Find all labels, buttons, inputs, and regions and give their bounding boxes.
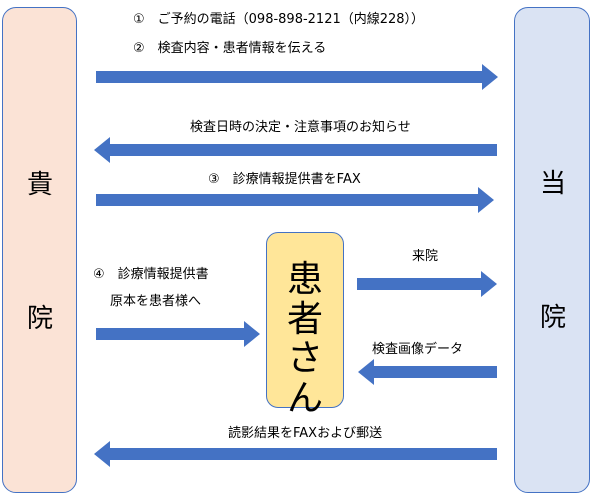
step4-label-line1: ④ 診療情報提供書 xyxy=(93,267,209,282)
arrow-report xyxy=(94,441,497,467)
report-label: 読影結果をFAXおよび郵送 xyxy=(228,426,383,441)
step1-label: ① ご予約の電話（098-898-2121（内線228）） xyxy=(133,12,425,27)
our-hospital-box xyxy=(514,7,590,493)
arrow-original-to-patient xyxy=(96,321,260,347)
arrow-visit xyxy=(357,271,497,297)
step3-label: ③ 診療情報提供書をFAX xyxy=(208,172,361,187)
schedule-notice-label: 検査日時の決定・注意事項のお知らせ xyxy=(190,120,411,135)
our-hospital-label-char-1: 当 xyxy=(539,169,566,199)
referring-hospital-label-char-2: 院 xyxy=(26,304,53,334)
referring-hospital-label-char-1: 貴 xyxy=(26,170,53,200)
image-data-label: 検査画像データ xyxy=(372,342,464,357)
patient-box xyxy=(266,232,344,408)
arrow-image-data xyxy=(358,359,497,385)
patient-label: 患者さん xyxy=(286,259,323,419)
arrow-schedule-notice xyxy=(94,137,497,163)
step4-label-line2: 原本を患者様へ xyxy=(110,294,202,309)
our-hospital-label-char-2: 院 xyxy=(539,303,566,333)
visit-label: 来院 xyxy=(412,249,439,264)
step2-label: ② 検査内容・患者情報を伝える xyxy=(133,41,327,56)
arrow-fax-referral xyxy=(96,187,494,213)
referring-hospital-box xyxy=(2,7,77,493)
arrow-call-and-info xyxy=(96,64,498,90)
